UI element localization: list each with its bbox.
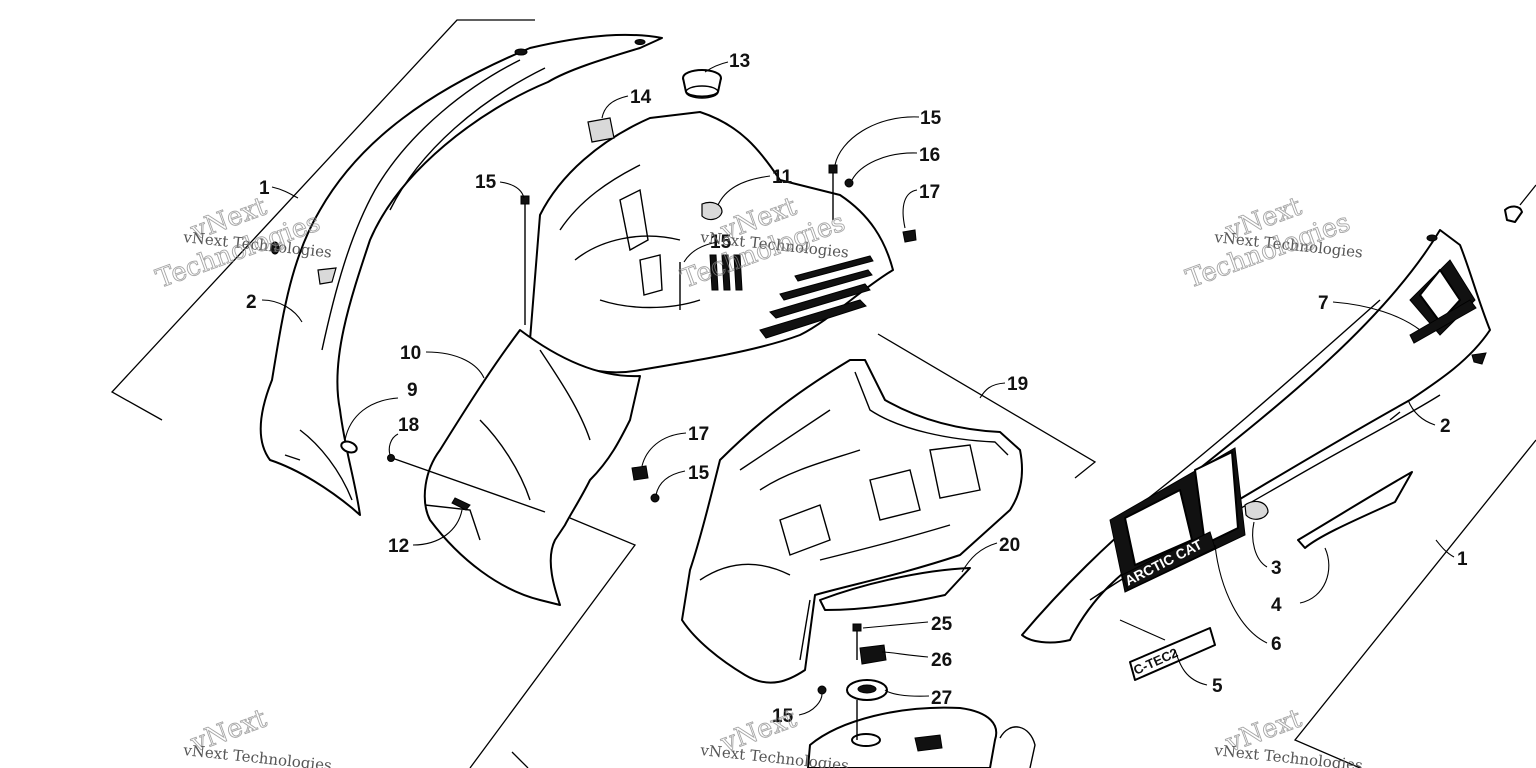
callout-26: 26 [931,650,952,671]
callout-13: 13 [729,51,750,72]
right-side-panel: ARCTIC CAT C-TEC2 [1021,205,1523,681]
callout-1: 1 [259,178,270,199]
grommet-11-part [701,201,723,221]
callout-16: 16 [919,145,940,166]
callout-15: 15 [710,232,732,253]
callout-6: 6 [1271,634,1282,655]
callout-labels: 1 2 9 10 18 12 15 14 13 11 15 15 16 17 1… [246,51,1468,727]
small-decal-part [587,117,615,143]
fasteners-hood [520,164,917,325]
callout-12: 12 [388,536,409,557]
pad-part [819,567,971,611]
callout-25: 25 [931,614,953,635]
callout-19: 19 [1007,374,1028,395]
hood-part [423,111,894,606]
callout-7: 7 [1318,293,1329,314]
callout-2: 2 [246,292,257,313]
watermark-small-6: vNext Technologies [1213,741,1364,768]
rod-part [387,454,546,513]
callout-20: 20 [999,535,1020,556]
callout-11: 11 [772,167,793,188]
callout-14: 14 [630,87,652,108]
callout-18: 18 [398,415,419,436]
fuel-tank-part [807,700,1036,768]
engine-badge-text: C-TEC2 [1131,645,1180,678]
leader-lines [261,61,1455,716]
lower-fasteners [817,623,888,701]
callout-1: 1 [1457,549,1468,570]
callout-17: 17 [688,424,709,445]
callout-17: 17 [919,182,940,203]
callout-5: 5 [1212,676,1223,697]
callout-10: 10 [400,343,421,364]
callout-15: 15 [920,108,942,129]
cap-part [682,69,722,99]
callout-15: 15 [688,463,710,484]
callout-9: 9 [407,380,418,401]
callout-4: 4 [1271,595,1282,616]
left-side-panel [259,33,663,516]
assembly-frame-lines [110,19,1536,768]
callout-15: 15 [772,706,794,727]
watermark-small-4: vNext Technologies [182,741,333,768]
callout-15: 15 [475,172,497,193]
callout-27: 27 [931,688,952,709]
clip-fasteners [631,465,660,503]
grommet-part [340,440,358,454]
airbox-part [681,359,1023,684]
callout-2: 2 [1440,416,1451,437]
callout-3: 3 [1271,558,1282,579]
